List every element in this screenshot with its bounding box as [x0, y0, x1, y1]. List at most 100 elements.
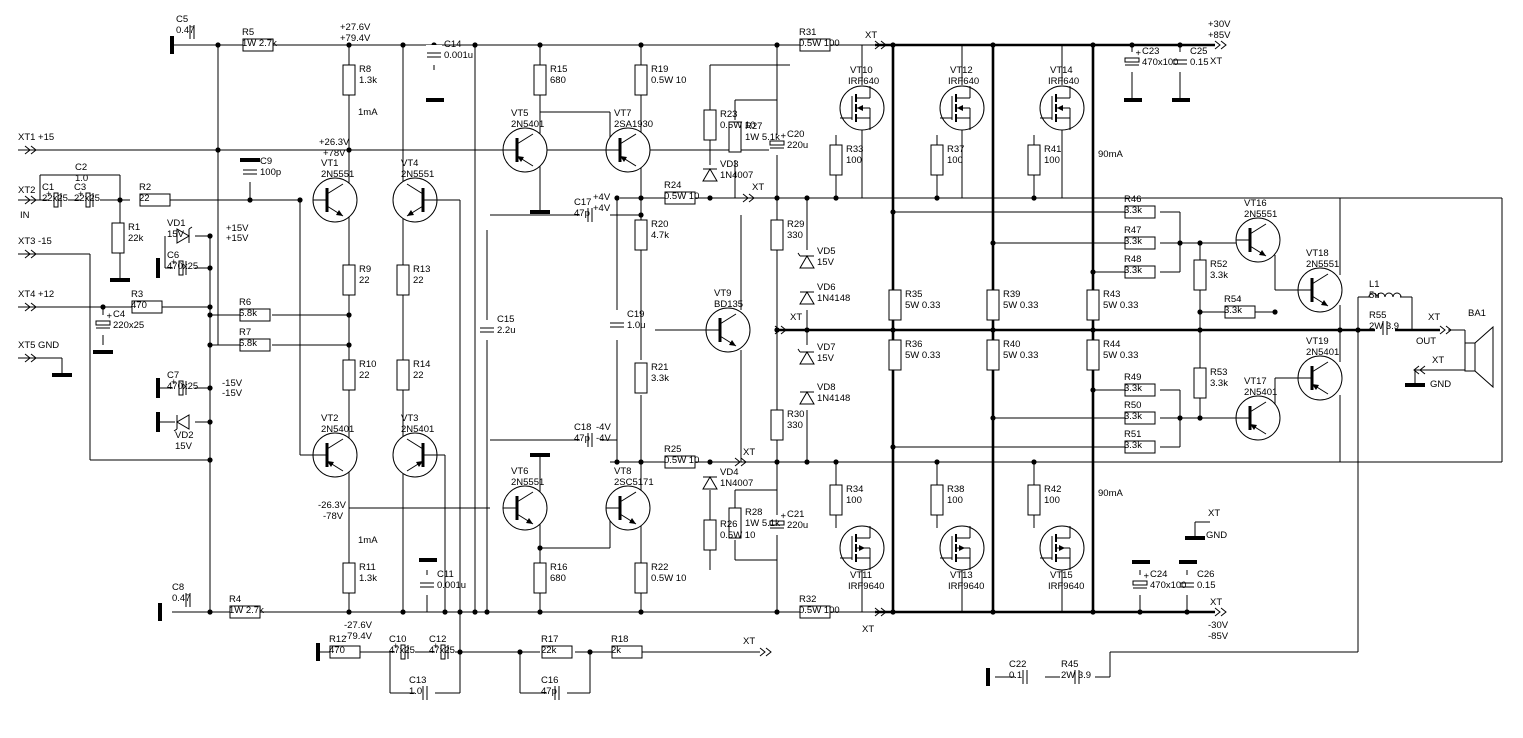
junction-dot — [297, 197, 303, 203]
junction-dot — [774, 42, 780, 48]
vd2-ref: VD2 — [175, 430, 193, 441]
c12-val: 47x25 — [429, 645, 455, 656]
junction-dot — [346, 312, 352, 318]
junction-dot — [1272, 309, 1278, 315]
r16-res — [533, 562, 547, 594]
junction-dot — [215, 147, 221, 153]
vt14-val: IRF640 — [1048, 76, 1079, 87]
junction-dot — [1355, 327, 1361, 333]
junction-dot — [890, 209, 896, 215]
r30-val: 330 — [787, 420, 803, 431]
vt15-mosfet — [1039, 525, 1085, 571]
r27-val: 1W 5.1k — [745, 132, 780, 143]
vt6-transistor — [502, 485, 548, 531]
label-l_p4a: +4V — [593, 192, 611, 203]
r14-res — [396, 359, 410, 391]
r33-val: 100 — [846, 155, 862, 166]
junction-dot — [1337, 327, 1343, 333]
r2-val: 22 — [139, 193, 150, 204]
r5-ref: R5 — [242, 27, 254, 38]
junction-dot — [346, 609, 352, 615]
r1-res — [111, 222, 125, 254]
junction-dot — [638, 609, 644, 615]
junction-dot — [990, 415, 996, 421]
connector-arrow — [874, 607, 887, 617]
junction-dot — [346, 342, 352, 348]
junction-dot — [537, 545, 543, 551]
c25-ref: C25 — [1190, 46, 1207, 57]
vt16-ref: VT16 — [1244, 198, 1267, 209]
vt2-transistor — [312, 432, 358, 478]
r3-res — [131, 300, 163, 314]
svg-text:+: + — [1140, 573, 1151, 579]
c15-cap — [479, 320, 495, 340]
vt14-mosfet — [1039, 85, 1085, 131]
label-l_xt_top: XT — [1210, 56, 1222, 67]
c22-cap — [1015, 669, 1035, 685]
r48-res — [1124, 265, 1156, 279]
svg-text:+: + — [777, 513, 788, 519]
r40-res — [986, 339, 1000, 371]
junction-dot — [638, 459, 644, 465]
label-l_1ma_b: 1mA — [358, 535, 378, 546]
junction-dot — [442, 609, 448, 615]
connector-arrow — [734, 457, 747, 467]
vd6-val: 1N4148 — [817, 293, 850, 304]
vd4-dio — [702, 476, 718, 490]
vt8-ref: VT8 — [614, 466, 631, 477]
r24-ref: R24 — [664, 180, 681, 191]
r21-val: 3.3k — [651, 373, 669, 384]
r25-ref: R25 — [664, 444, 681, 455]
r35-val: 5W 0.33 — [905, 300, 940, 311]
connector-arrow — [24, 195, 37, 205]
r28-res — [728, 507, 742, 539]
c12-ref: C12 — [429, 634, 446, 645]
c11-cap — [419, 575, 435, 595]
label-l_p263: +26.3V — [319, 137, 350, 148]
r54-ref: R54 — [1224, 294, 1241, 305]
junction-dot — [207, 385, 213, 391]
junction-dot — [1177, 240, 1183, 246]
c5-cap — [182, 24, 202, 40]
vt12-ref: VT12 — [950, 65, 973, 76]
junction-dot — [1031, 459, 1037, 465]
r45-ref: R45 — [1061, 659, 1078, 670]
junction-dot — [833, 459, 839, 465]
c2-val: 1.0 — [75, 173, 88, 184]
r49-ref: R49 — [1124, 372, 1141, 383]
r43-ref: R43 — [1103, 289, 1120, 300]
c24-ref: C24 — [1150, 569, 1167, 580]
r4-ref: R4 — [229, 594, 241, 605]
label-l_out: OUT — [1416, 336, 1436, 347]
vd6-ref: VD6 — [817, 282, 835, 293]
svg-text:+: + — [433, 641, 439, 652]
r38-res — [930, 484, 944, 516]
c10-val: 47x25 — [389, 645, 415, 656]
c13-val: 1.0 — [409, 686, 422, 697]
c21-ref: C21 — [787, 509, 804, 520]
c1-val: 22x25 — [42, 193, 68, 204]
r39-val: 5W 0.33 — [1003, 300, 1038, 311]
label-l_xt4: XT4 +12 — [18, 289, 54, 300]
vt19-transistor — [1297, 355, 1343, 401]
c1-ecap: + — [46, 189, 68, 208]
label-l_xt_r31: XT — [865, 30, 877, 41]
junction-dot — [1090, 609, 1096, 615]
connector-arrow — [24, 353, 37, 363]
label-l_ba1: BA1 — [1468, 308, 1486, 319]
vt9-ref: VT9 — [714, 288, 731, 299]
junction-dot — [472, 609, 478, 615]
junction-dot — [1090, 327, 1096, 333]
junction-dot — [707, 195, 713, 201]
r50-ref: R50 — [1124, 400, 1141, 411]
r43-val: 5W 0.33 — [1103, 300, 1138, 311]
r21-ref: R21 — [651, 362, 668, 373]
connector-arrow — [742, 193, 755, 203]
r14-ref: R14 — [413, 359, 430, 370]
label-l_xt_c: XT — [743, 447, 755, 458]
junction-dot — [400, 42, 406, 48]
c21-val: 220u — [787, 520, 808, 531]
r28-val: 1W 5.1k — [745, 518, 780, 529]
junction-dot — [774, 195, 780, 201]
r44-val: 5W 0.33 — [1103, 350, 1138, 361]
